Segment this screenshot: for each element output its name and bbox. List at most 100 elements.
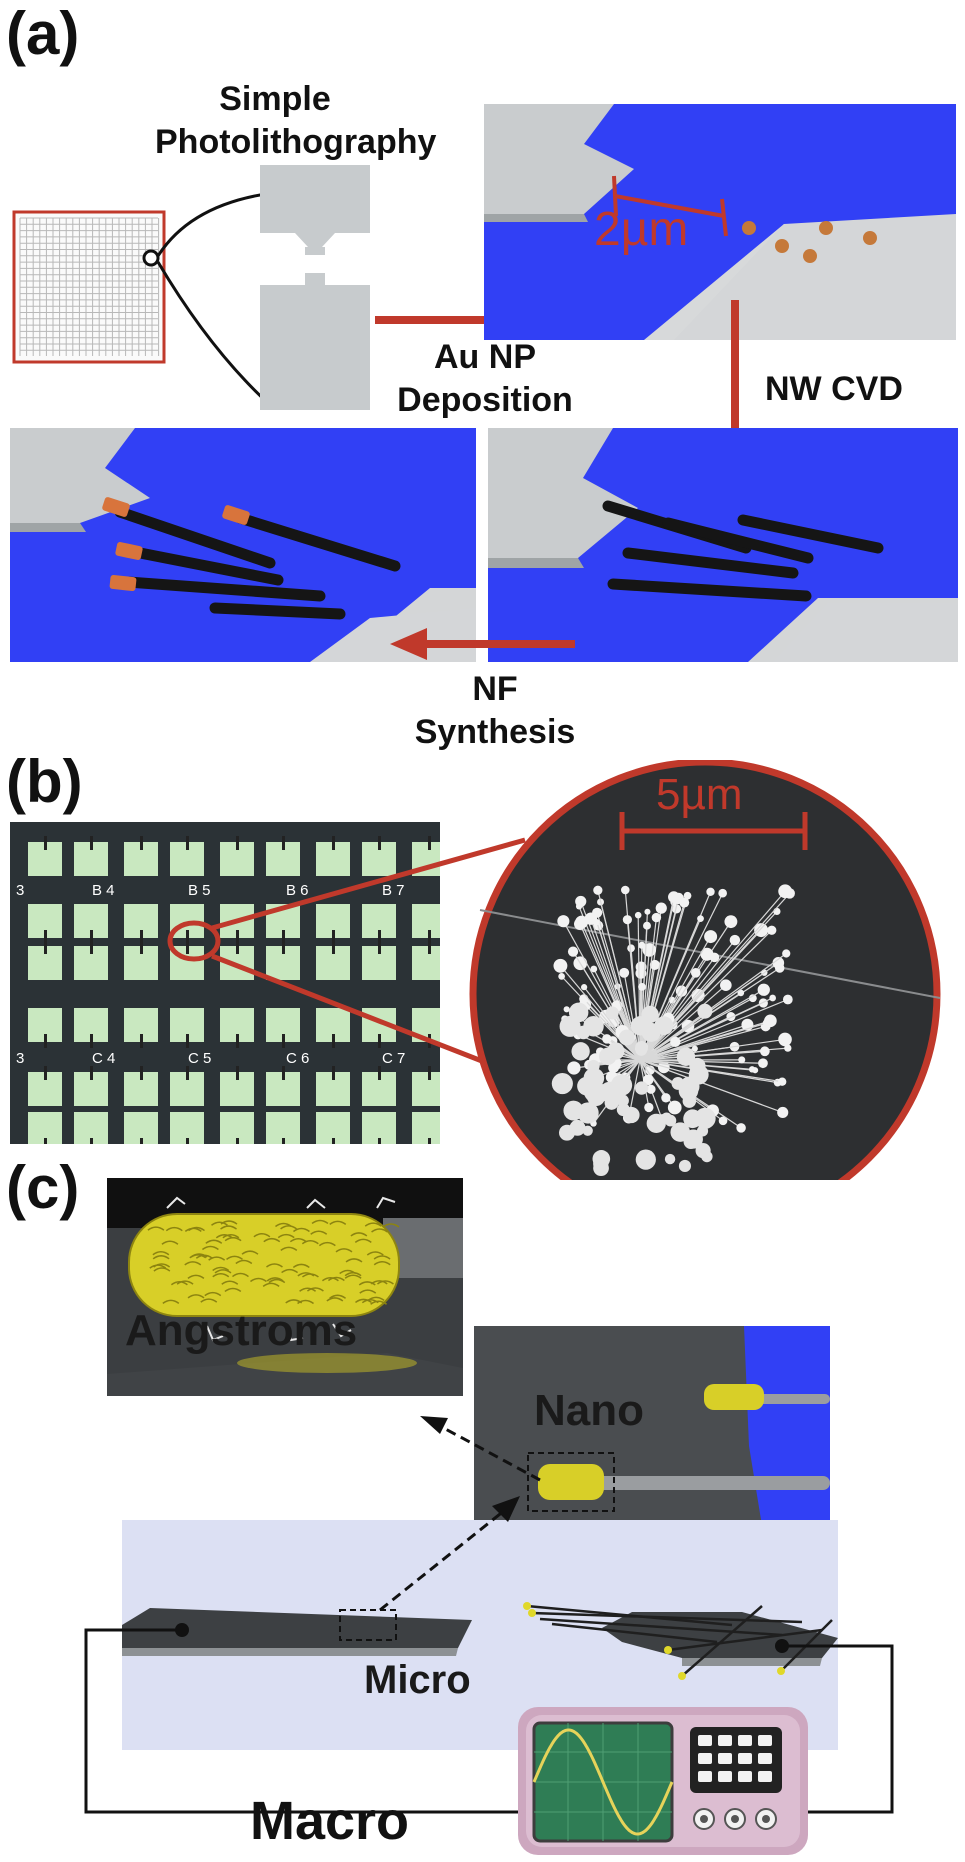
sem-branch — [639, 1022, 768, 1061]
sem-cluster-blob — [569, 1119, 586, 1136]
electrode-finger — [90, 1034, 93, 1048]
sem-branch — [639, 984, 727, 1061]
sem-nanoparticle — [757, 983, 770, 996]
electrode-finger — [428, 1138, 431, 1144]
sem-nanoparticle — [622, 915, 632, 925]
zoom-highlight-ring — [167, 920, 221, 962]
sem-cluster-blob — [618, 1029, 635, 1046]
sem-nanoparticle — [667, 1100, 682, 1115]
nanowire-main — [594, 1476, 830, 1490]
nanowire-3 — [129, 546, 284, 586]
micro-nanoflower-2 — [528, 1609, 536, 1617]
electrode-finger — [236, 940, 239, 954]
gold-np-4 — [803, 249, 817, 263]
electrode-finger — [186, 836, 189, 850]
sem-branch — [639, 989, 765, 1061]
sem-nanoparticle — [655, 902, 667, 914]
sem-cluster-blob — [559, 1015, 581, 1037]
electrode-finger — [186, 1138, 189, 1144]
texture-ridge — [355, 1298, 372, 1304]
molecule-5 — [286, 1327, 304, 1342]
micro-zoom-box — [339, 1609, 397, 1641]
scale-label-2um: 2µm — [594, 203, 689, 256]
photolithography-line-2: Photolithography — [155, 122, 437, 161]
texture-ridge — [235, 1259, 253, 1265]
sem-nanoparticle — [590, 965, 598, 973]
texture-ridge — [364, 1222, 382, 1227]
electrode-finger — [44, 1066, 47, 1080]
chip-label-row1-col0: 3 — [16, 882, 25, 899]
texture-ridge — [224, 1236, 242, 1242]
sem-nanoparticle — [724, 915, 738, 929]
electrode-finger — [236, 1034, 239, 1048]
sem-nanoparticle — [563, 1006, 570, 1013]
sem-cluster-blob — [583, 1080, 606, 1103]
electrode-finger — [236, 836, 239, 850]
electrode-pad — [412, 946, 440, 980]
electrode-finger — [332, 1138, 335, 1144]
texture-ridge — [184, 1261, 202, 1266]
left-electrode — [488, 428, 638, 558]
texture-ridge — [263, 1237, 281, 1243]
texture-ridge — [371, 1228, 389, 1233]
sem-nanoparticle — [704, 930, 718, 944]
keypad-key — [738, 1753, 752, 1764]
texture-ridge — [301, 1240, 319, 1245]
arrow-nf-synthesis — [390, 628, 575, 660]
nanoflower-tip-2 — [222, 505, 250, 525]
texture-ridge — [327, 1276, 345, 1282]
texture-ridge — [354, 1238, 372, 1243]
gap-tip — [305, 247, 325, 255]
nf-synthesis-label: NF Synthesis — [380, 668, 610, 753]
keypad-key — [738, 1771, 752, 1782]
texture-ridge — [311, 1219, 329, 1225]
right-electrode — [674, 214, 956, 340]
texture-ridge — [350, 1232, 368, 1237]
sine-wave-trace — [532, 1728, 674, 1836]
texture-ridge — [289, 1237, 307, 1243]
sem-nanoparticle — [679, 897, 690, 908]
texture-ridge — [359, 1289, 377, 1294]
gold-np-2 — [819, 221, 833, 235]
electrode-finger — [282, 1138, 285, 1144]
texture-ridge — [281, 1268, 299, 1274]
sem-nanoparticle — [754, 923, 769, 938]
sem-nanoparticle — [642, 1074, 654, 1086]
scale-bar-tick-right — [720, 198, 728, 237]
panel-c-label: (c) — [6, 1154, 80, 1221]
electrode-finger — [44, 1138, 47, 1144]
sem-nanoparticle — [690, 968, 701, 978]
gold-np-5 — [863, 231, 877, 245]
left-electrode-edge — [488, 558, 584, 568]
sem-nanoparticle — [593, 919, 600, 926]
sem-nanoparticle — [638, 983, 646, 991]
left-electrode — [484, 104, 634, 214]
circuit-wire-left — [84, 1628, 520, 1814]
texture-ridge — [165, 1226, 183, 1232]
micro-nanoflower-3 — [678, 1672, 686, 1680]
texture-ridge — [241, 1250, 259, 1255]
sem-branch — [639, 997, 773, 1061]
sem-nanoparticle — [718, 1116, 728, 1126]
oscilloscope — [518, 1707, 808, 1855]
texture-ridge — [204, 1291, 222, 1297]
texture-ridge — [329, 1220, 347, 1225]
electrode-finger — [428, 836, 431, 850]
electrode-finger — [282, 1034, 285, 1048]
texture-ridge — [361, 1298, 379, 1304]
chip-label-row1-col3: B 6 — [286, 882, 309, 899]
texture-ridge — [292, 1263, 310, 1269]
keypad-key — [718, 1753, 732, 1764]
sem-nanoparticle — [644, 908, 651, 915]
nano-zoom-box — [527, 1452, 615, 1512]
molecule-3 — [376, 1196, 396, 1209]
arrow-head-nano — [492, 1496, 520, 1522]
sem-nanoparticle — [575, 903, 583, 910]
electrode-finger — [186, 930, 189, 944]
sem-nanoparticle — [700, 947, 714, 961]
nanowire-3 — [737, 514, 884, 554]
sem-cluster-blob — [641, 1005, 659, 1024]
sem-nanoparticle — [778, 884, 793, 899]
deposition-label: Au NP Deposition — [370, 336, 600, 421]
texture-ridge — [162, 1299, 180, 1304]
